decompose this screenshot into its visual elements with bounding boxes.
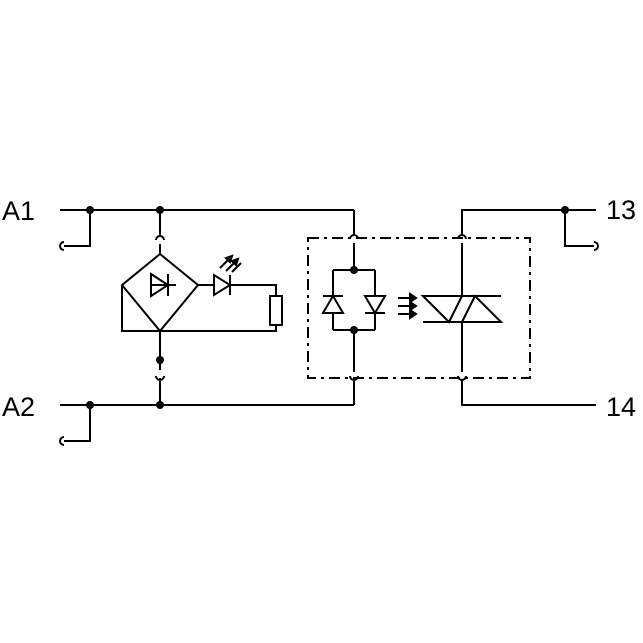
output-14-line bbox=[462, 380, 596, 405]
terminal-label-13: 13 bbox=[606, 195, 637, 225]
output-13-line bbox=[462, 206, 598, 250]
terminal-label-a2: A2 bbox=[2, 392, 36, 422]
a1-bus bbox=[60, 206, 354, 250]
resistor-icon bbox=[270, 296, 282, 325]
input-module bbox=[156, 210, 164, 405]
light-emission-icon bbox=[398, 294, 416, 318]
bridge-rectifier-icon bbox=[122, 254, 276, 331]
triac-icon bbox=[423, 235, 501, 380]
solid-state-relay-enclosure bbox=[308, 238, 530, 378]
a2-bus bbox=[60, 380, 354, 445]
led-indicator-icon bbox=[198, 256, 276, 296]
terminal-label-a1: A1 bbox=[2, 196, 36, 226]
optocoupler-led-icon bbox=[323, 296, 385, 313]
terminal-label-14: 14 bbox=[606, 392, 637, 422]
